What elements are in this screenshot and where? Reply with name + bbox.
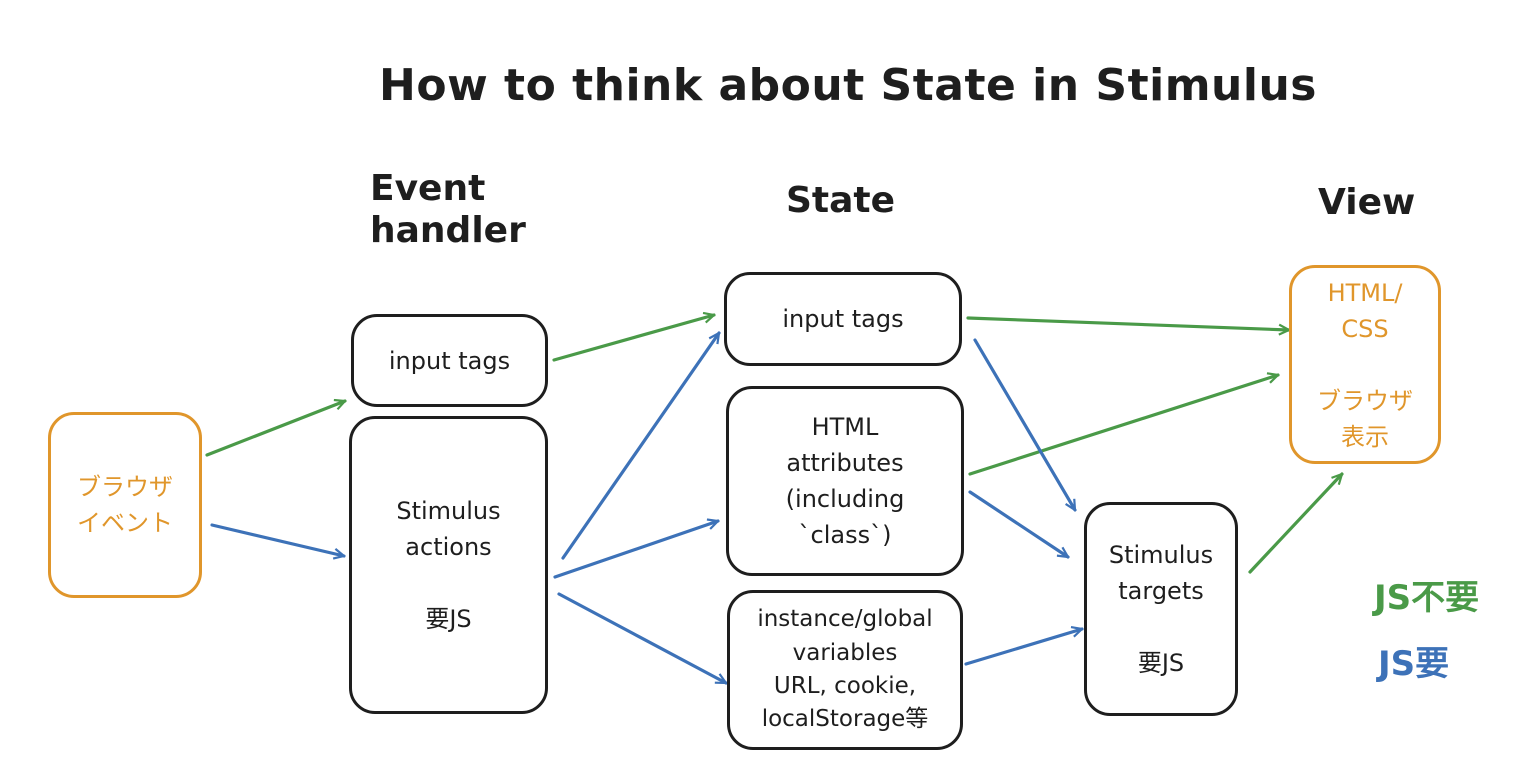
- node-variables-line: localStorage等: [761, 706, 929, 733]
- node-html-css-line: ブラウザ: [1317, 386, 1413, 415]
- node-state-input-tags: input tags: [724, 272, 962, 366]
- arrow-html-attributes-to-html-css: [968, 375, 1278, 476]
- node-variables-line: URL, cookie,: [773, 673, 917, 699]
- node-html-css-line: HTML/: [1327, 278, 1403, 307]
- node-html-css: HTML/ CSS ブラウザ 表示: [1289, 265, 1441, 464]
- arrow-state-input-tags-to-html-css: [966, 316, 1291, 330]
- node-html-attributes-line: attributes: [786, 449, 904, 477]
- node-event-handler-input-tags: input tags: [351, 314, 548, 407]
- node-stimulus-targets: Stimulus targets 要JS: [1084, 502, 1238, 716]
- node-html-attributes-line: `class`): [798, 521, 892, 549]
- node-html-attributes-line: HTML: [811, 413, 879, 441]
- node-stimulus-targets-line: Stimulus: [1108, 541, 1214, 569]
- node-stimulus-actions-spacer: [396, 565, 500, 601]
- arrow-variables-to-targets: [964, 629, 1082, 666]
- node-html-css-line: CSS: [1341, 314, 1389, 343]
- node-browser-event: ブラウザ イベント: [48, 412, 202, 598]
- node-html-css-line: 表示: [1341, 422, 1389, 451]
- column-heading-event-handler: Event handler: [370, 168, 526, 253]
- arrow-actions-to-state-input-tags: [561, 333, 721, 560]
- arrow-input-tags-to-state-input-tags: [552, 315, 714, 362]
- legend-js-required: JS要: [1378, 644, 1450, 684]
- node-browser-event-line: ブラウザ: [77, 473, 173, 501]
- node-stimulus-targets-line: 要JS: [1137, 649, 1185, 677]
- arrow-actions-to-html-attributes: [553, 521, 718, 579]
- node-stimulus-actions: Stimulus actions 要JS: [349, 416, 548, 714]
- arrow-html-attributes-to-targets: [968, 490, 1068, 559]
- arrow-browser-event-to-input-tags: [205, 401, 345, 457]
- node-stimulus-targets-line: targets: [1118, 577, 1204, 605]
- node-variables-line: instance/global: [757, 606, 933, 633]
- node-browser-event-line: イベント: [77, 509, 173, 537]
- column-heading-event-handler-line: handler: [370, 210, 526, 252]
- node-html-css-spacer: [1317, 347, 1413, 383]
- node-stimulus-actions-line: Stimulus: [396, 497, 501, 525]
- node-stimulus-targets-spacer: [1109, 609, 1213, 645]
- node-stimulus-actions-line: actions: [405, 533, 492, 561]
- arrow-browser-event-to-stimulus-actions: [210, 523, 344, 556]
- column-heading-state: State: [786, 180, 896, 221]
- node-variables: instance/global variables URL, cookie, l…: [727, 590, 963, 750]
- diagram-title: How to think about State in Stimulus: [379, 60, 1317, 111]
- arrow-actions-to-variables: [557, 592, 726, 685]
- arrow-state-input-tags-to-targets: [973, 338, 1077, 510]
- node-stimulus-actions-line: 要JS: [425, 605, 472, 633]
- arrow-stimulus-targets-to-html-css: [1248, 474, 1342, 574]
- legend-js-not-required: JS不要: [1374, 578, 1480, 618]
- column-heading-view: View: [1318, 182, 1416, 223]
- node-html-attributes: HTML attributes (including `class`): [726, 386, 964, 576]
- node-variables-line: variables: [792, 639, 898, 666]
- column-heading-event-handler-line: Event: [370, 168, 486, 209]
- node-html-attributes-line: (including: [785, 485, 905, 513]
